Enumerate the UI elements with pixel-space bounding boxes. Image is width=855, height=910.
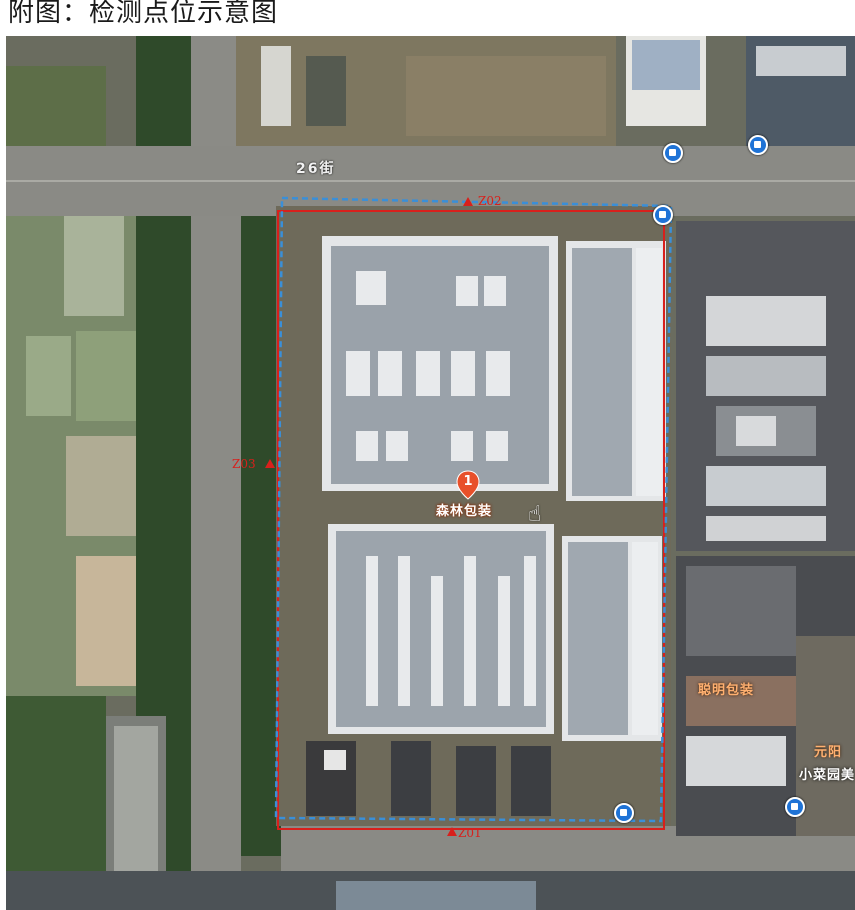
figure-caption: 附图：检测点位示意图 [8,0,279,28]
location-pin-icon[interactable] [456,470,480,500]
location-pin-icon[interactable] [614,803,634,823]
triangle-marker-icon [265,459,275,468]
location-pin-icon[interactable] [785,797,805,817]
sampling-point-z01[interactable]: Z01 [458,826,482,840]
location-pin-icon[interactable] [748,135,768,155]
location-pin-icon[interactable] [653,205,673,225]
site-marker-number: 1 [463,474,473,489]
site-name-label[interactable]: 森林包装 [436,504,493,519]
neighbor-label-congming[interactable]: 聪明包装 [698,683,755,698]
triangle-marker-icon [447,827,457,836]
triangle-marker-icon [463,197,473,206]
hand-cursor-icon: ☝ [528,502,542,527]
sampling-point-z02[interactable]: Z02 [478,194,502,208]
location-pin-icon[interactable] [663,143,683,163]
neighbor-label-yuanyang[interactable]: 元阳 [814,745,843,760]
satellite-map[interactable]: 26街 Z02 Z03 Z01 1 森林包装 ☝ 聪明包装 元阳 小菜园美 [6,36,855,910]
satellite-imagery [6,36,855,910]
street-label: 26街 [296,161,336,177]
neighbor-label-xiaocaiyuan[interactable]: 小菜园美 [799,768,855,783]
sampling-point-z03[interactable]: Z03 [232,457,256,471]
